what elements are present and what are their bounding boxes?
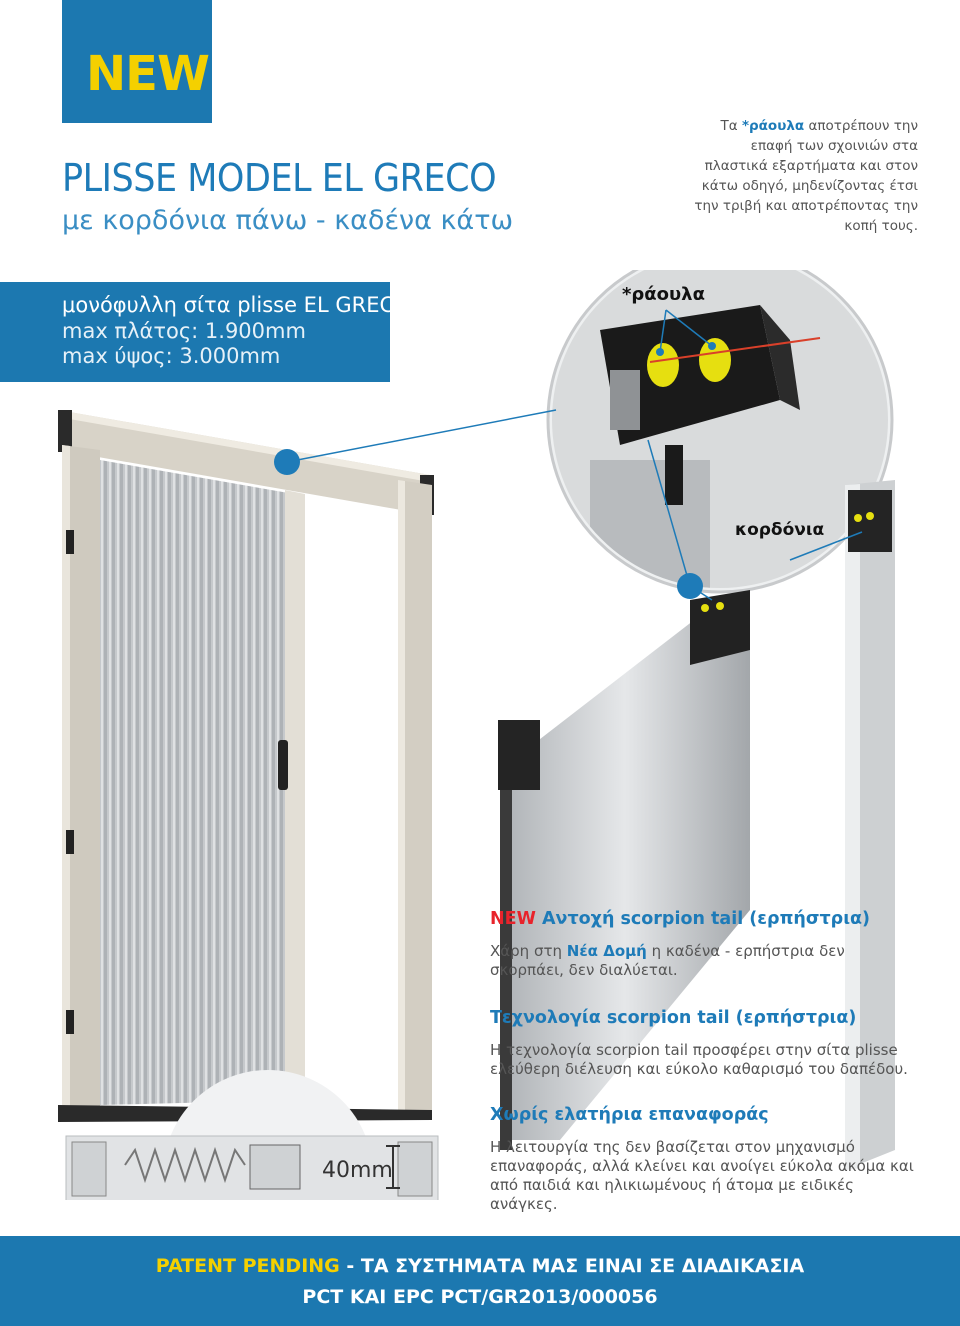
footer-patent-pending: PATENT PENDING (155, 1255, 340, 1277)
raoula-note: Τα *ράουλα αποτρέπουν την επαφή των σχοι… (688, 116, 918, 236)
footer-line-2: PCT ΚΑΙ EPC PCT/GR2013/000056 (302, 1286, 658, 1308)
raoula-callout-label: *ράουλα (622, 284, 705, 305)
section-1-text-b: η καδένα - ερπήστρια δεν σκορπάει, δεν δ… (490, 942, 845, 979)
footer-line-1: PATENT PENDING - ΤΑ ΣΥΣΤΗΜΑΤΑ ΜΑΣ ΕΙΝΑΙ … (0, 1255, 960, 1277)
dimension-label: 40mm (322, 1158, 393, 1183)
kordonia-callout-label: κορδόνια (735, 520, 825, 540)
spec-title: μονόφυλλη σίτα plisse EL GRECO (62, 293, 411, 317)
zoom-detail-top (274, 270, 894, 594)
section-2-text: Η τεχνολογία scorpion tail προσφέρει στη… (490, 1041, 908, 1078)
spec-max-width: max πλάτος: 1.900mm (62, 319, 306, 343)
section-1-heading-text: Αντοχή scorpion tail (ερπήστρια) (535, 909, 871, 929)
pleat-cluster-detail (498, 439, 863, 1150)
section-1-text-a: Χάρη στη (490, 942, 567, 960)
raoula-note-term: *ράουλα (741, 118, 805, 134)
section-3-text: Η λειτουργία της δεν βασίζεται στον μηχα… (490, 1138, 914, 1213)
raoula-note-prefix: Τα (720, 118, 742, 134)
spec-max-height: max ύψος: 3.000mm (62, 344, 281, 368)
page-title: PLISSE MODEL EL GRECO (62, 156, 497, 200)
side-profile-detail (845, 480, 895, 1170)
section-1-text-bold: Νέα Δομή (566, 942, 647, 960)
new-badge: NEW (62, 0, 212, 123)
footer-band: PATENT PENDING - ΤΑ ΣΥΣΤΗΜΑΤΑ ΜΑΣ ΕΙΝΑΙ … (0, 1236, 960, 1326)
section-3-heading: Χωρίς ελατήρια επαναφοράς (490, 1105, 769, 1125)
page-subtitle: με κορδόνια πάνω - καδένα κάτω (62, 205, 514, 236)
raoula-note-text: αποτρέπουν την επαφή των σχοινιών στα πλ… (694, 118, 918, 234)
door-frame (58, 410, 434, 1122)
section-1-text: Χάρη στη Νέα Δομή η καδένα - ερπήστρια δ… (490, 942, 920, 980)
section-1-new-tag: NEW (490, 909, 536, 929)
new-badge-label: NEW (86, 46, 210, 102)
section-2-heading: Τεχνολογία scorpion tail (ερπήστρια) (490, 1008, 857, 1028)
product-illustration (58, 270, 895, 1200)
track-diagram (65, 1070, 439, 1200)
spec-band: μονόφυλλη σίτα plisse EL GRECO max πλάτο… (0, 282, 411, 382)
section-1-heading: NEW Αντοχή scorpion tail (ερπήστρια) (490, 909, 870, 929)
footer-line-1-text: - ΤΑ ΣΥΣΤΗΜΑΤΑ ΜΑΣ ΕΙΝΑΙ ΣΕ ΔΙΑΔΙΚΑΣΙΑ (339, 1255, 805, 1277)
